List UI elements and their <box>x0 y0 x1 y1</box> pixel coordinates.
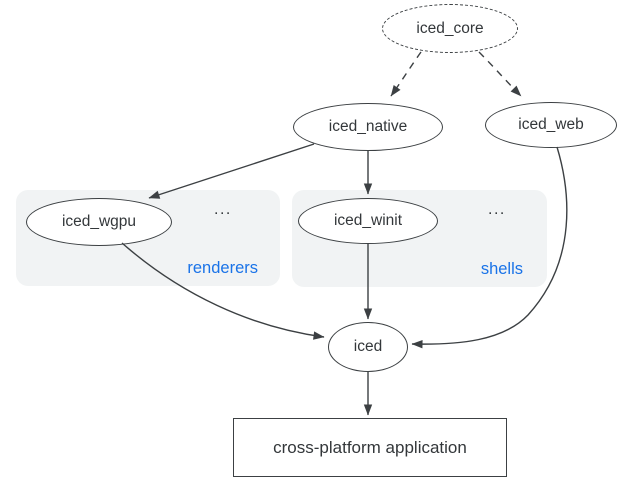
shells-ellipsis: ... <box>488 201 506 218</box>
renderers-group-label: renderers <box>187 259 258 277</box>
edge-iced-core-to-iced-web <box>478 51 522 97</box>
node-iced-native: iced_native <box>293 103 443 151</box>
node-iced-winit: iced_winit <box>298 198 438 244</box>
node-cross-platform-application: cross-platform application <box>233 418 507 477</box>
node-iced: iced <box>328 322 408 372</box>
shells-group-label: shells <box>480 260 523 278</box>
edge-iced-core-to-iced-native <box>390 51 422 97</box>
node-iced-core: iced_core <box>382 4 518 53</box>
renderers-ellipsis: ... <box>214 201 232 218</box>
node-iced-web: iced_web <box>485 102 617 148</box>
node-iced-wgpu: iced_wgpu <box>26 198 172 246</box>
